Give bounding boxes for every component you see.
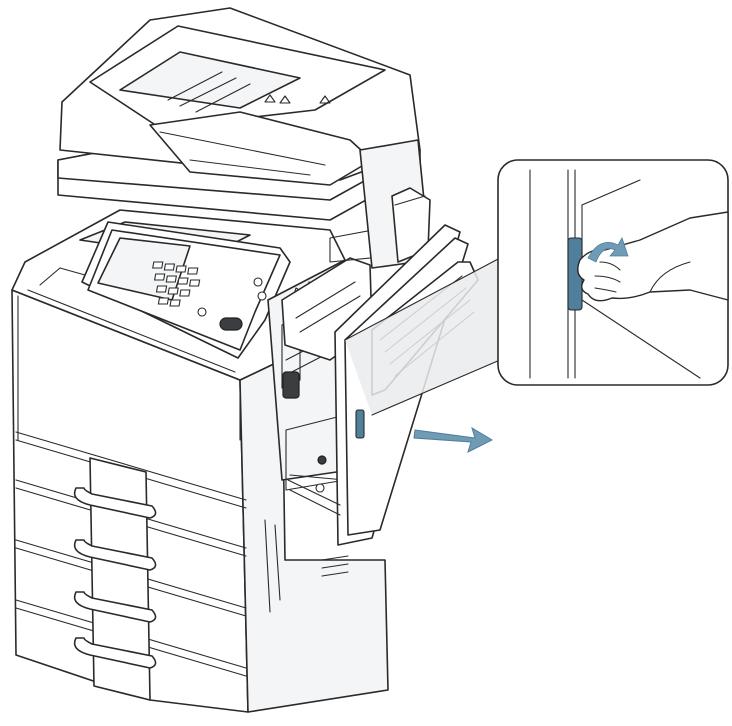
tray-handles[interactable] (73, 487, 157, 669)
tray-1-handle[interactable] (73, 487, 157, 519)
control-panel (81, 221, 291, 359)
tray-2-handle[interactable] (73, 539, 157, 571)
touch-screen[interactable] (97, 237, 191, 301)
keypad (152, 261, 267, 331)
tray-4-handle[interactable] (73, 637, 157, 669)
door-latch-icon[interactable] (355, 409, 365, 439)
lift-arrow-icon (587, 237, 629, 263)
scanner-unit (57, 7, 421, 263)
detail-callout (344, 159, 729, 416)
start-button[interactable] (219, 317, 243, 331)
pull-right-arrow-icon (413, 426, 494, 453)
paper-trays (15, 431, 247, 701)
tray-3-handle[interactable] (73, 591, 157, 623)
